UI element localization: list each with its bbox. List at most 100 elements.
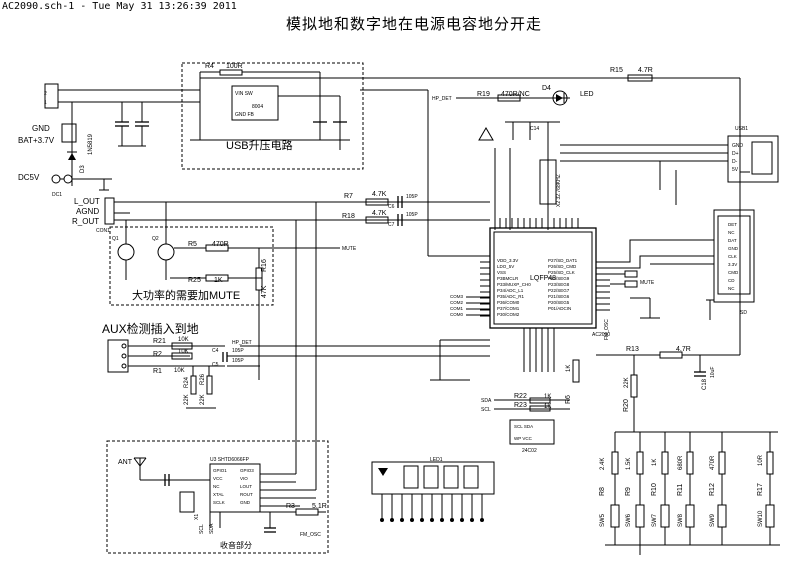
boost-ic-pins: VIN SW xyxy=(235,91,253,97)
r10-ref: R10 xyxy=(651,483,658,496)
q1-label: Q1 xyxy=(112,236,119,242)
r6-ref: R6 xyxy=(565,395,572,404)
usb-boost-block xyxy=(181,62,364,170)
r17-value: 10R xyxy=(758,454,764,466)
svg-text:VDD_3.3V: VDD_3.3V xyxy=(497,258,518,263)
r26-value: 22K xyxy=(200,394,206,405)
svg-text:CLK: CLK xyxy=(728,254,737,259)
usb1-connector xyxy=(727,135,779,183)
led-d4-symbol xyxy=(552,90,568,106)
svg-text:VCC: VCC xyxy=(213,476,223,481)
svg-text:D+: D+ xyxy=(732,151,739,157)
svg-text:8004: 8004 xyxy=(252,104,263,110)
r12-value: 470R xyxy=(710,455,716,470)
r2-resistor xyxy=(171,352,193,360)
x1-label: X1 xyxy=(194,514,200,520)
r16-value: 47K xyxy=(261,285,268,298)
r2-value: 10K xyxy=(178,349,189,355)
svg-text:GND: GND xyxy=(240,500,251,505)
r23-value: 1K xyxy=(544,404,551,410)
sw6-label: SW6 xyxy=(626,513,632,527)
svg-text:P25/SD_CLK: P25/SD_CLK xyxy=(548,270,575,275)
r2-ref: R2 xyxy=(153,351,162,358)
chip-pin-labels-right: P27/SD_DAT1 P26/SD_CMD P25/SD_CLK P24/SE… xyxy=(548,258,578,311)
dc1-label: DC1 xyxy=(52,192,62,198)
r19-ref: R19 xyxy=(477,91,490,98)
crystal-x1 xyxy=(179,491,195,513)
r18-value: 4.7K xyxy=(372,210,387,217)
led-pin-lines xyxy=(380,494,484,522)
q2-transistor xyxy=(157,243,175,261)
svg-text:P27/SD_DAT1: P27/SD_DAT1 xyxy=(548,258,578,263)
q1-transistor xyxy=(117,243,135,261)
r10-value: 1K xyxy=(652,459,658,466)
eeprom-label: 24C02 xyxy=(522,448,537,454)
svg-text:P34/ADC_L1: P34/ADC_L1 xyxy=(497,288,524,293)
schematic-title: 模拟地和数字地在电源电容地分开走 xyxy=(286,15,543,33)
svg-text:GND: GND xyxy=(728,246,739,251)
sda-port-fm: SDA xyxy=(209,523,215,534)
d3-ref: D3 xyxy=(80,165,86,173)
c4-value: 105P xyxy=(232,348,244,354)
svg-text:COM1: COM1 xyxy=(450,306,463,311)
main-chip-lqfp48 xyxy=(489,227,597,329)
c5-ref: C5 xyxy=(212,362,219,368)
aux-note: AUX检测插入到地 xyxy=(102,321,199,336)
svg-text:LOUT: LOUT xyxy=(240,484,252,489)
svg-text:DET: DET xyxy=(728,222,737,227)
antenna-symbol xyxy=(133,457,147,480)
dc5v-label: DC5V xyxy=(18,173,40,182)
chip-package-label: LQFP48 xyxy=(530,275,556,282)
fm-osc-port-chip: FM_OSC xyxy=(604,319,610,340)
file-info-header: AC2090.sch-1 - Tue May 31 13:26:39 2011 xyxy=(2,1,237,12)
r7-ref: R7 xyxy=(344,193,353,200)
svg-text:P30/COM2: P30/COM2 xyxy=(497,312,520,317)
svg-text:SCLK: SCLK xyxy=(213,500,225,505)
r8-value: 2.4K xyxy=(600,458,606,470)
c4-ref: C4 xyxy=(212,348,219,354)
svg-text:GPIO1: GPIO1 xyxy=(213,468,227,473)
scl-port: SCL xyxy=(481,407,491,413)
sw9-label: SW9 xyxy=(710,513,716,527)
r3-ref: R3 xyxy=(286,503,295,510)
r16-ref: R16 xyxy=(261,259,268,272)
c7-ref: C7 xyxy=(388,222,395,228)
svg-text:D-: D- xyxy=(732,159,738,165)
svg-text:GND FB: GND FB xyxy=(235,112,255,118)
l-out-label: L_OUT xyxy=(74,197,100,206)
hp-det-port-top: HP_DET xyxy=(432,96,452,102)
seven-segment-display xyxy=(371,461,495,495)
fm-chip-label: U3 SHTD6066FP xyxy=(210,457,250,463)
chip-pin-labels-left: VDD_3.3V LDO_5V VSS P3BMCLR P33/MUXP_CH0… xyxy=(497,258,531,317)
svg-text:P23/SEG8: P23/SEG8 xyxy=(548,282,570,287)
r21-value: 10K xyxy=(178,337,189,343)
svg-text:NC: NC xyxy=(728,286,735,291)
svg-text:2: 2 xyxy=(44,91,47,97)
svg-text:CMD: CMD xyxy=(728,270,739,275)
led1-label: LED1 xyxy=(430,457,443,463)
r24-value: 22K xyxy=(184,394,190,405)
r22-ref: R22 xyxy=(514,393,527,400)
r26-ref: R26 xyxy=(200,373,206,385)
r17-ref: R17 xyxy=(757,483,764,496)
c18-value: 10uF xyxy=(710,367,716,378)
svg-text:DAT: DAT xyxy=(728,238,737,243)
sda-port: SDA xyxy=(481,398,492,404)
sw7-label: SW7 xyxy=(652,513,658,527)
svg-text:GND: GND xyxy=(732,143,744,149)
svg-text:P3BMCLR: P3BMCLR xyxy=(497,276,519,281)
r9-ref: R9 xyxy=(625,487,632,496)
r25-ref: R25 xyxy=(188,277,201,284)
mute-block xyxy=(109,226,274,306)
button-ladder xyxy=(605,432,780,555)
svg-text:P26/SD_CMD: P26/SD_CMD xyxy=(548,264,577,269)
r6-value: 1K xyxy=(566,365,572,372)
r13-value: 4.7R xyxy=(676,346,691,353)
gnd-label: GND xyxy=(32,124,50,133)
r18-ref: R18 xyxy=(342,213,355,220)
crystal-label: X2 32.768KHZ xyxy=(556,174,562,207)
r12-ref: R12 xyxy=(709,483,716,496)
svg-text:NC: NC xyxy=(213,484,220,489)
con1-connector xyxy=(104,197,115,225)
c14-ref: C14 xyxy=(530,126,539,132)
